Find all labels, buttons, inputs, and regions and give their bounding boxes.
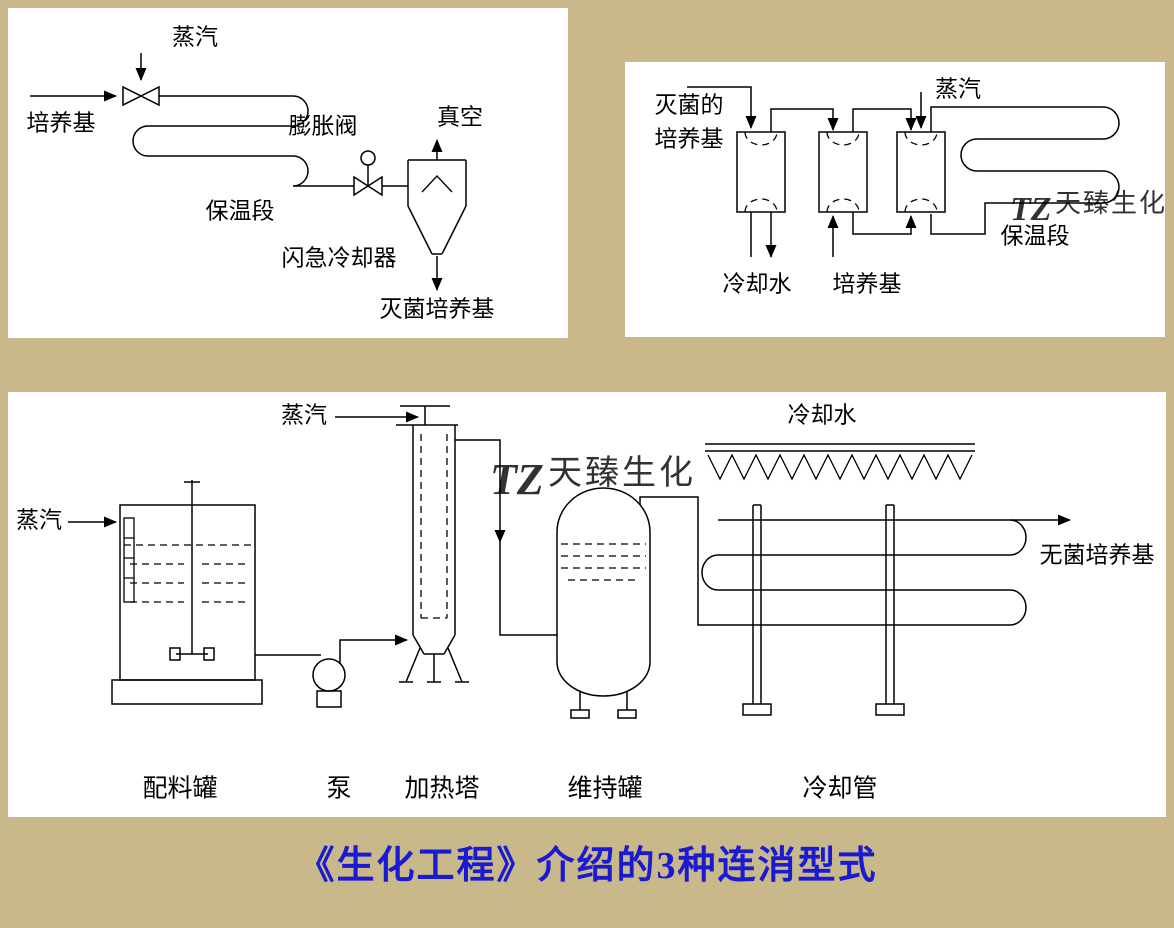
plate-exchanger-diagram-panel: 灭菌的 培养基 蒸汽 保温段 冷却水 培养基: [625, 62, 1165, 337]
expansion-valve-label: 膨胀阀: [289, 113, 358, 138]
watermark-logo: TZ: [1010, 191, 1052, 228]
cooling-water-label: 冷却水: [788, 402, 857, 427]
deflector: [421, 175, 453, 193]
holding-section-label: 保温段: [1001, 223, 1070, 248]
flash-cooler-vessel: [407, 159, 467, 255]
sterilized-medium-label-line1: 灭菌的: [655, 92, 724, 117]
steam-label: 蒸汽: [172, 24, 218, 49]
level-gauge: [123, 517, 135, 603]
cooling-water-label: 冷却水: [723, 271, 792, 296]
steam-label: 蒸汽: [935, 76, 981, 101]
vacuum-label: 真空: [437, 104, 483, 129]
tank-legs: [579, 691, 628, 710]
pump-label: 泵: [326, 776, 351, 803]
medium-in-label: 培养基: [27, 110, 96, 135]
watermark: TZ 天臻生化: [490, 454, 696, 504]
expansion-valve: [353, 150, 383, 197]
flash-cooling-diagram-panel: 蒸汽 培养基 保温段 膨胀阀 真空 闪急冷却器 灭菌培养基: [8, 8, 568, 338]
tower-outlet-pipe: [455, 439, 506, 543]
watermark-logo: TZ: [490, 455, 544, 504]
holding-coil: [132, 95, 354, 187]
coil-support-posts: [742, 504, 905, 716]
holding-tank-label: 维持罐: [567, 775, 642, 803]
tower-legs: [399, 647, 469, 683]
coil-inlet-pipe: [639, 496, 1010, 626]
agitator: [169, 480, 215, 661]
pipe-to-holding-tank: [499, 542, 557, 636]
cooling-coil: [701, 519, 1027, 626]
holding-coil: [930, 106, 1120, 235]
holding-section-label: 保温段: [206, 198, 275, 223]
liquid-level: [124, 544, 251, 603]
heating-tower: [396, 405, 469, 683]
plate-exchanger-diagram: 灭菌的 培养基 蒸汽 保温段 冷却水 培养基: [655, 76, 1166, 296]
watermark: TZ 天臻生化: [1010, 189, 1165, 228]
sterilized-medium-label: 灭菌培养基: [380, 296, 495, 321]
watermark-text: 天臻生化: [548, 454, 696, 492]
holding-tank: [556, 487, 651, 719]
bridge-hx2-hx3: [852, 108, 917, 132]
inner-tube: [420, 434, 448, 619]
sterilized-medium-label-line2: 培养基: [655, 126, 724, 151]
continuous-sterilization-diagram: TZ 天臻生化 蒸汽 蒸汽: [16, 402, 1155, 803]
medium-label: 培养基: [833, 271, 902, 296]
steam-injector-valve: [122, 85, 160, 107]
continuous-sterilization-diagram-panel: TZ 天臻生化 蒸汽 蒸汽: [8, 392, 1166, 817]
tank-base: [111, 679, 263, 705]
bridge-hx1-hx2: [770, 108, 839, 132]
watermark-text: 天臻生化: [1055, 189, 1165, 218]
flash-cooling-diagram: 蒸汽 培养基 保温段 膨胀阀 真空 闪急冷却器 灭菌培养基: [27, 24, 495, 321]
flash-cooler-label: 闪急冷却器: [282, 245, 397, 270]
mixing-tank: [111, 480, 263, 705]
heating-tower-label: 加热塔: [404, 775, 479, 803]
spray-zigzag: [707, 453, 973, 481]
mixing-tank-label: 配料罐: [142, 775, 217, 803]
heat-exchanger-2: [818, 131, 868, 213]
steam-top-label: 蒸汽: [281, 402, 327, 427]
product-line: [687, 86, 757, 129]
heat-exchanger-3: [896, 131, 946, 213]
liquid-level: [561, 543, 646, 581]
pump-to-tower-pipe: [339, 634, 408, 664]
steam-left-label: 蒸汽: [16, 507, 62, 532]
sterile-medium-label: 无菌培养基: [1040, 542, 1155, 567]
pump: [312, 658, 346, 708]
cooling-pipe-label: 冷却管: [802, 775, 877, 803]
heat-exchanger-1: [736, 131, 786, 213]
bridge-bottom-hx2-hx3: [852, 212, 917, 235]
page-title: 《生化工程》介绍的3种连消型式: [296, 845, 878, 887]
cooling-water-spray: [705, 443, 975, 481]
